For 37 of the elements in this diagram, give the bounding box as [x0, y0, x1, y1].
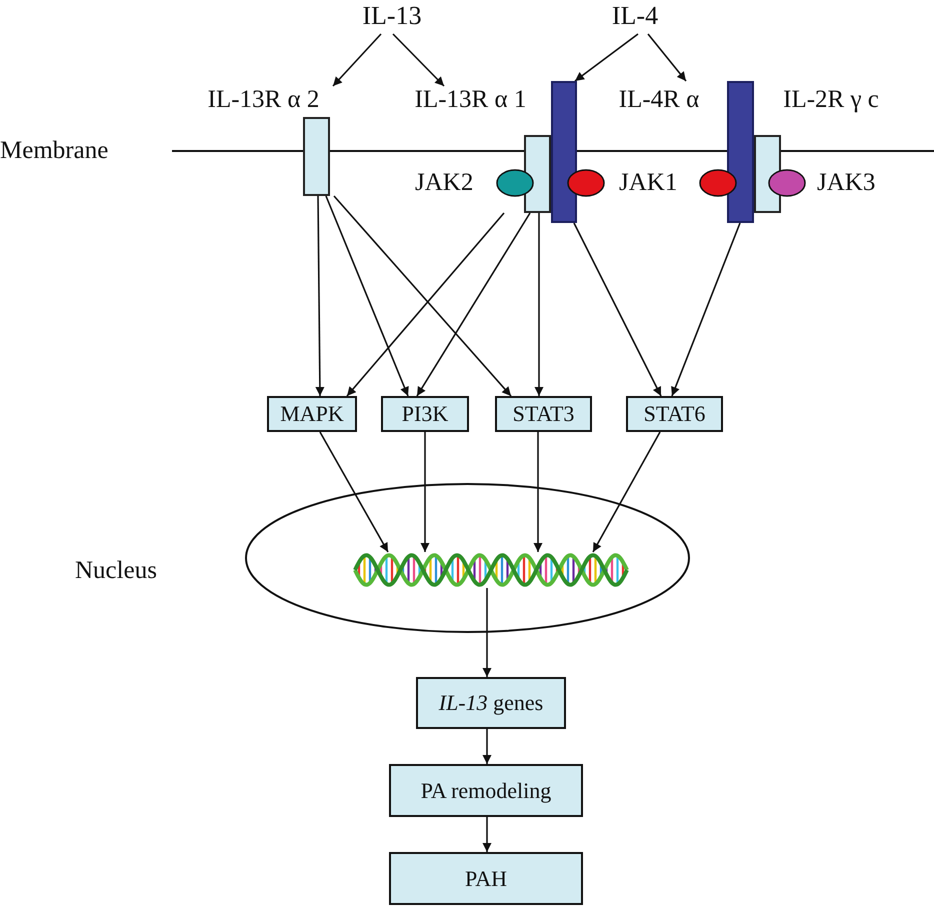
- process-box: STAT6: [626, 396, 723, 432]
- receptor-bar: [551, 81, 577, 223]
- process-box: PA remodeling: [389, 764, 583, 817]
- receptor-label: IL-2R γ c: [782, 86, 880, 114]
- receptor-label: IL-13R α 1: [414, 86, 528, 114]
- arrow: [392, 33, 445, 87]
- arrow: [416, 212, 531, 396]
- receptor-label: IL-13R α 2: [206, 86, 320, 114]
- jak-label: JAK2: [415, 169, 474, 197]
- arrow: [592, 432, 661, 552]
- arrow: [325, 196, 409, 396]
- process-box: STAT3: [495, 396, 592, 432]
- arrow: [573, 222, 662, 396]
- arrow: [482, 588, 492, 677]
- process-box: MAPK: [267, 396, 357, 432]
- receptor-label: IL-4R α: [618, 86, 700, 114]
- arrow: [319, 432, 389, 552]
- arrow: [574, 33, 638, 82]
- jak-label: JAK3: [817, 169, 876, 197]
- arrow: [315, 196, 324, 396]
- arrow: [671, 222, 741, 396]
- arrow: [534, 432, 542, 552]
- arrow: [420, 432, 430, 552]
- arrow: [647, 34, 687, 82]
- arrow: [333, 195, 512, 397]
- process-box: IL-13 genes: [416, 677, 566, 729]
- arrow: [482, 817, 492, 852]
- cytokine-label: IL-4: [602, 2, 668, 34]
- membrane-label: Membrane: [0, 137, 108, 165]
- arrow: [482, 729, 492, 764]
- jak-label: JAK1: [619, 169, 678, 197]
- cytokine-label: IL-13: [352, 2, 432, 34]
- nucleus-label: Nucleus: [75, 557, 157, 585]
- arrow: [332, 33, 382, 87]
- process-box: PAH: [389, 852, 583, 905]
- arrow: [534, 213, 544, 396]
- process-box: PI3K: [381, 396, 469, 432]
